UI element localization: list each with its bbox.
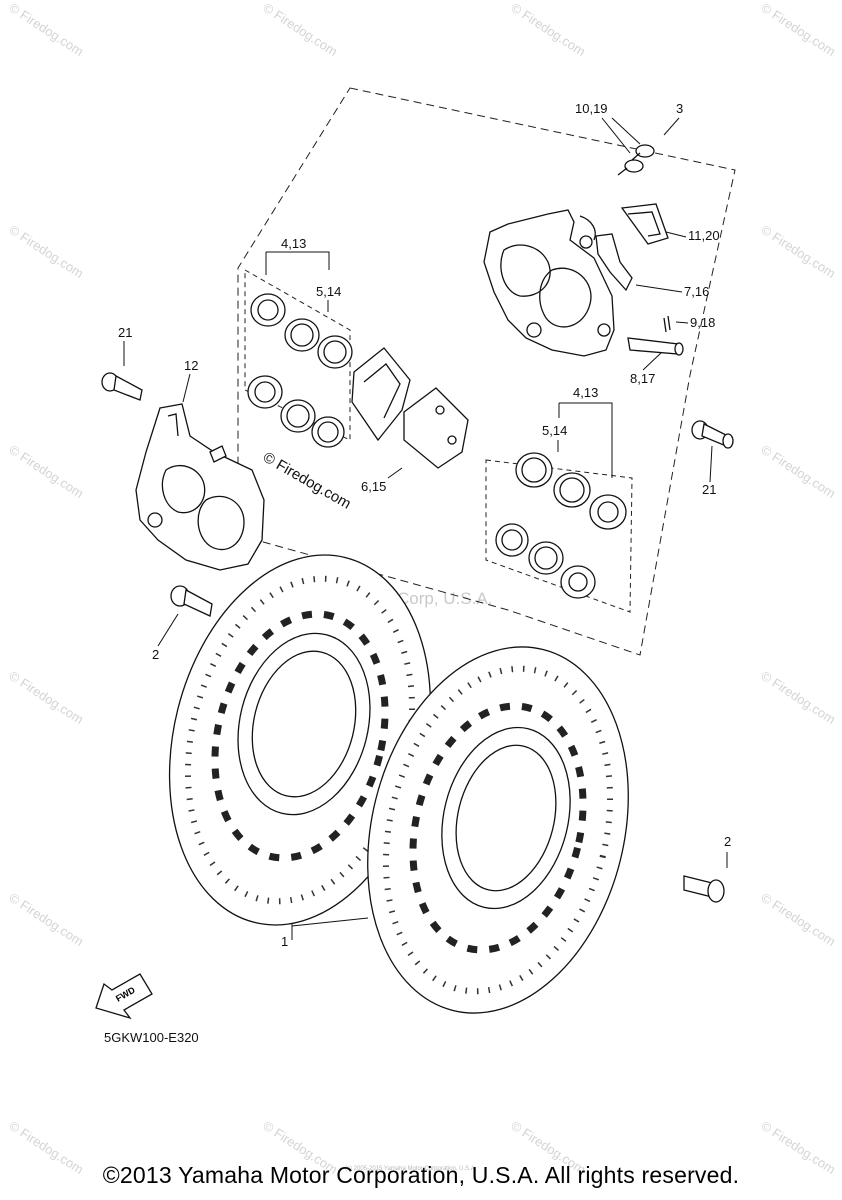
callout-21-right: 21 (702, 482, 716, 497)
copyright-notice: ©2013 Yamaha Motor Corporation, U.S.A. A… (102, 1162, 740, 1188)
pad-spring-icon (620, 203, 669, 245)
brake-disc-right-icon (367, 646, 629, 1014)
bolt-2-left-icon (170, 585, 213, 617)
callout-2-left: 2 (152, 647, 159, 662)
watermark-text: © Firedog.com (6, 442, 86, 501)
watermark-text: © Firedog.com (758, 890, 838, 949)
bolt-2-right-icon (683, 875, 725, 903)
pad-support-icon (595, 233, 633, 292)
leader-lines (123, 117, 728, 940)
callout-3: 3 (676, 101, 683, 116)
callout-2-right: 2 (724, 834, 731, 849)
callout-11-20: 11,20 (688, 228, 720, 243)
diagram-code: 5GKW100-E320 (104, 1030, 199, 1045)
forward-arrow-icon: FWD (95, 973, 153, 1020)
callout-9-18: 9,18 (690, 315, 715, 330)
watermark-text: © Firedog.com (6, 890, 86, 949)
caliper-body-right-icon (483, 209, 615, 357)
watermark-text: © Firedog.com (6, 0, 86, 59)
pad-pin-icon (627, 315, 684, 356)
watermark-small: (c) 2005-2015 Yamaha Motor Corporation, … (345, 1166, 477, 1172)
callout-1: 1 (281, 934, 288, 949)
watermark-text: © Firedog.com (6, 222, 86, 281)
callout-4-13-upper: 4,13 (281, 236, 306, 251)
callout-8-17: 8,17 (630, 371, 655, 386)
callout-21-left: 21 (118, 325, 132, 340)
callout-7-16: 7,16 (684, 284, 709, 299)
watermark-text: © Firedog.com (260, 0, 340, 59)
watermark-text: © Firedog.com (758, 442, 838, 501)
watermark-text: © Firedog.com (758, 222, 838, 281)
callout-5-14-lower: 5,14 (542, 423, 567, 438)
piston-set-upper-icon (244, 269, 353, 448)
watermark-text: © Firedog.com (758, 0, 838, 59)
callout-10-19: 10,19 (575, 101, 608, 116)
watermark-text: © Firedog.com (758, 668, 838, 727)
bolt-21-left-icon (101, 372, 143, 401)
callout-4-13-lower: 4,13 (573, 385, 598, 400)
brake-pads-icon (351, 347, 469, 469)
watermark-text: © Firedog.com (508, 0, 588, 59)
piston-set-lower-icon (485, 452, 633, 613)
bleed-screw-icon (617, 144, 655, 176)
callout-6-15: 6,15 (361, 479, 386, 494)
callout-5-14-upper: 5,14 (316, 284, 341, 299)
watermark-firedog-center: © Firedog.com (260, 449, 354, 513)
bolt-21-right-icon (691, 420, 734, 449)
callout-12: 12 (184, 358, 198, 373)
callout-labels: 10,19 3 4,13 5,14 11,20 7,16 9,18 8,17 2… (118, 101, 731, 949)
caliper-body-left-icon (135, 403, 265, 571)
watermark-text: © Firedog.com (6, 668, 86, 727)
